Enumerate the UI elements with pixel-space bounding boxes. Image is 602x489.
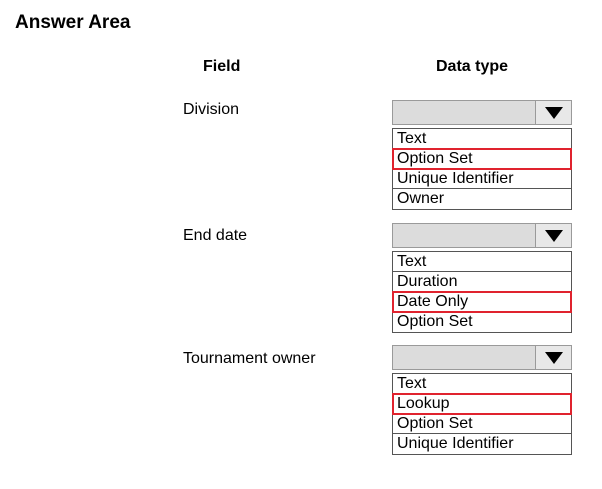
option-item[interactable]: Text <box>393 252 571 272</box>
triangle-down-icon <box>545 107 563 119</box>
field-column-header: Field <box>203 58 241 75</box>
field-label-tournament-owner: Tournament owner <box>183 350 316 367</box>
dropdown-tournament-owner[interactable]: Text Lookup Option Set Unique Identifier <box>392 345 572 455</box>
dropdown-division-button[interactable] <box>535 101 571 124</box>
dropdown-tournament-owner-header[interactable] <box>392 345 572 370</box>
field-label-division: Division <box>183 101 240 118</box>
dropdown-tournament-owner-options: Text Lookup Option Set Unique Identifier <box>392 373 572 455</box>
field-label-end-date: End date <box>183 227 248 244</box>
answer-area-title: Answer Area <box>15 12 131 33</box>
option-item[interactable]: Owner <box>397 190 445 207</box>
dropdown-end-date-options: Text Duration Date Only Option Set <box>392 251 572 333</box>
data-type-column-header: Data type <box>436 58 509 75</box>
triangle-down-icon <box>545 230 563 242</box>
dropdown-division[interactable]: Text Option Set Unique Identifier Owner <box>392 100 572 210</box>
option-item[interactable]: Option Set <box>393 414 571 434</box>
option-item[interactable]: Text <box>393 129 571 149</box>
option-item[interactable]: Option Set <box>397 313 473 330</box>
dropdown-end-date-button[interactable] <box>535 224 571 247</box>
option-item[interactable]: Duration <box>393 272 571 292</box>
dropdown-division-options: Text Option Set Unique Identifier Owner <box>392 128 572 210</box>
dropdown-tournament-owner-button[interactable] <box>535 346 571 369</box>
option-item[interactable]: Text <box>393 374 571 394</box>
dropdown-end-date-header[interactable] <box>392 223 572 248</box>
option-item-selected[interactable]: Option Set <box>392 148 572 170</box>
dropdown-end-date[interactable]: Text Duration Date Only Option Set <box>392 223 572 333</box>
option-item-selected[interactable]: Lookup <box>392 393 572 415</box>
option-item-selected[interactable]: Date Only <box>392 291 572 313</box>
dropdown-division-header[interactable] <box>392 100 572 125</box>
triangle-down-icon <box>545 352 563 364</box>
option-item[interactable]: Unique Identifier <box>397 435 514 452</box>
option-item[interactable]: Unique Identifier <box>393 169 571 189</box>
